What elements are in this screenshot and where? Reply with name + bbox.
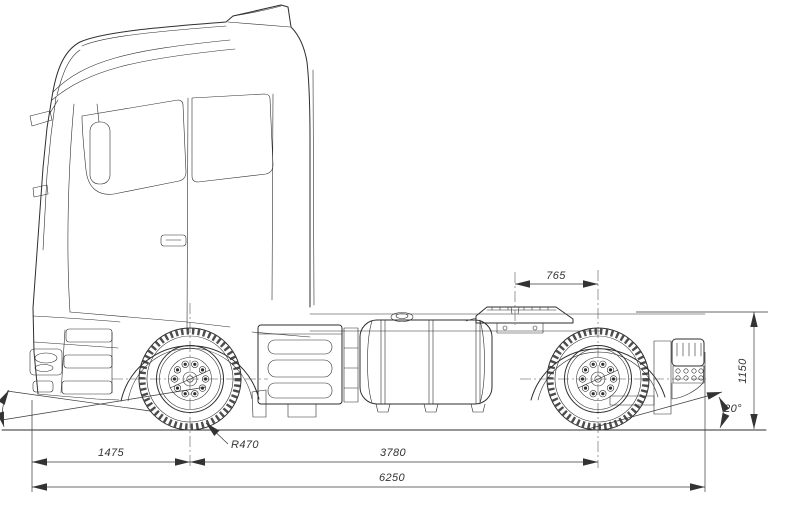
- rear-mudflap: [653, 340, 672, 415]
- entry-steps: [60, 328, 113, 395]
- departure-angle-line: [587, 391, 723, 430]
- rear-underrun: [609, 395, 655, 406]
- air-dryer-unit: [343, 327, 359, 403]
- fuel-filler-cap: [390, 312, 414, 322]
- mirror-arm: [29, 99, 59, 127]
- dim-front-overhang-label: 1475: [98, 447, 125, 459]
- roof-spoiler: [227, 21, 291, 28]
- dim-fifth-wheel-to-rear-axle-label: 765: [546, 270, 566, 282]
- dim-wheel-radius-label: R470: [231, 439, 259, 451]
- quarter-window: [191, 93, 274, 183]
- door-window: [81, 99, 187, 195]
- dim-fifth-wheel-height-label: 1150: [737, 358, 749, 384]
- rear-light-assembly: [609, 338, 705, 415]
- tractor-cab: [29, 4, 315, 418]
- dim-departure-angle-label: 20°: [723, 403, 742, 415]
- door-front-seam: [67, 103, 75, 313]
- sun-visor: [52, 39, 231, 93]
- approach-angle-line: [6, 390, 151, 412]
- front-mudflap: [251, 389, 267, 418]
- tank-straps: [380, 319, 481, 405]
- headlight: [29, 348, 63, 376]
- door-rear-seam: [186, 97, 189, 331]
- chassis: [257, 306, 706, 418]
- dim-overall-length-label: 6250: [379, 472, 406, 484]
- dimensions: 765 1150 20° R470 1475 3780 6250: [0, 270, 768, 492]
- dim-wheelbase-label: 3780: [380, 447, 407, 459]
- battery-box: [257, 324, 343, 418]
- a-pillar: [42, 96, 57, 251]
- door-handle: [160, 234, 187, 247]
- fifth-wheel-coupling: [465, 306, 574, 334]
- fuel-tank: [359, 312, 493, 413]
- kerb-mirror-arm: [32, 184, 49, 198]
- frame-rail: [309, 313, 706, 332]
- rearview-mirror: [89, 121, 111, 185]
- fog-light: [32, 380, 54, 393]
